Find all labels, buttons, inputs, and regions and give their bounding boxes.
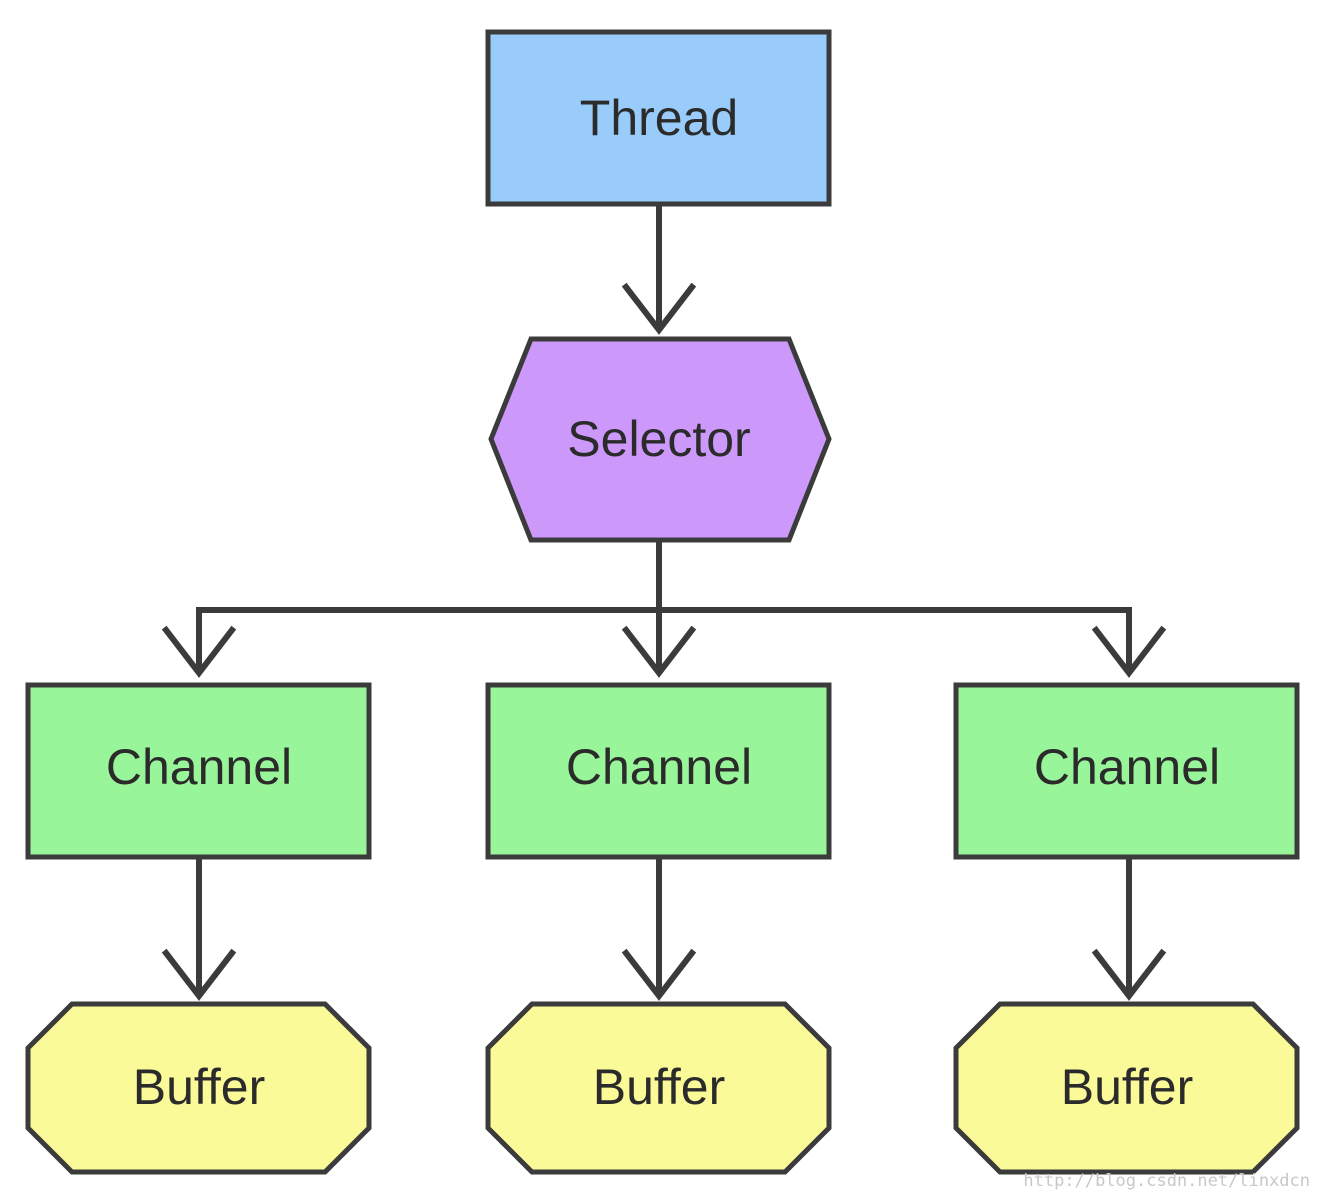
buffer-node-2: Buffer — [485, 1001, 832, 1175]
channel-node-2: Channel — [485, 682, 832, 860]
edge-selector-channel-1 — [161, 607, 237, 678]
buffer-label: Buffer — [1061, 1059, 1194, 1115]
channel-box — [953, 682, 1300, 860]
channel-label: Channel — [566, 739, 752, 795]
edge-channel-buffer-1 — [161, 858, 237, 1001]
buffer-octagon — [953, 1001, 1300, 1175]
thread-label: Thread — [580, 90, 738, 146]
buffer-octagon — [25, 1001, 372, 1175]
channel-node-1: Channel — [25, 682, 372, 860]
thread-box — [485, 29, 832, 207]
selector-label: Selector — [567, 411, 750, 467]
edge-thread-selector — [621, 205, 697, 335]
edge-selector-channel-2 — [621, 607, 697, 678]
selector-hexagon — [488, 336, 832, 543]
selector-node: Selector — [488, 336, 832, 543]
buffer-node-1: Buffer — [25, 1001, 372, 1175]
watermark-text: http://blog.csdn.net/linxdcn — [1023, 1171, 1310, 1191]
edge-selector-bus — [199, 540, 1129, 613]
edge-channel-buffer-2 — [621, 858, 697, 1001]
edges — [161, 205, 1167, 1001]
edge-channel-buffer-3 — [1091, 858, 1167, 1001]
edge-selector-channel-3 — [1091, 607, 1167, 678]
channel-label: Channel — [1034, 739, 1220, 795]
channel-label: Channel — [106, 739, 292, 795]
buffer-label: Buffer — [133, 1059, 266, 1115]
thread-node: Thread — [485, 29, 832, 207]
channel-node-3: Channel — [953, 682, 1300, 860]
channel-box — [485, 682, 832, 860]
channel-box — [25, 682, 372, 860]
buffer-octagon — [485, 1001, 832, 1175]
buffer-label: Buffer — [593, 1059, 726, 1115]
buffer-node-3: Buffer — [953, 1001, 1300, 1175]
